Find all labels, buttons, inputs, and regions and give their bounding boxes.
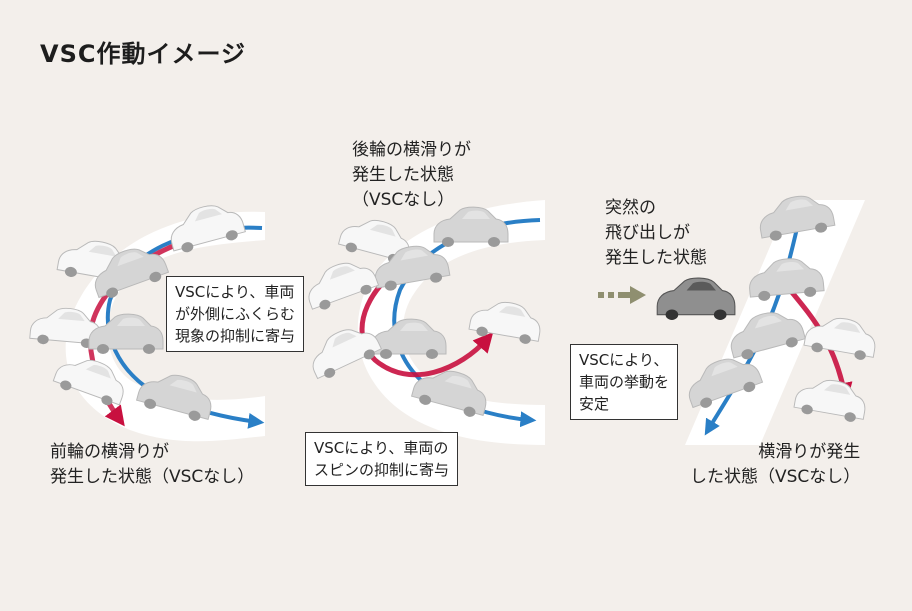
car-icon [94,248,170,299]
car-icon [410,370,487,417]
car-icon [135,374,212,421]
callout-obstacle-vsc: VSCにより、 車両の挙動を 安定 [570,344,679,420]
callout-line: VSCにより、車両の [314,439,449,457]
caption-sudden-obstacle: 突然の 飛び出しが 発生した状態 [605,196,707,271]
obstacle-arrow [598,286,646,304]
callout-line: 車両の挙動を [579,373,670,391]
car-icon [433,206,509,247]
obstacle-car-icon [656,277,736,320]
car-icon [170,205,246,253]
caption-skid-right: 横滑りが発生 した状態（VSCなし） [690,440,860,490]
callout-line: VSCにより、車両 [175,283,295,301]
car-icon [52,359,124,406]
car-icon [468,301,541,344]
callout-line: が外側にふくらむ [175,305,296,323]
page-title: VSC作動イメージ [40,40,246,68]
car-icon [312,329,382,380]
callout-line: スピンの抑制に寄与 [314,461,450,479]
callout-line: VSCにより、 [579,351,669,369]
callout-front-vsc: VSCにより、車両 が外側にふくらむ 現象の抑制に寄与 [166,276,305,352]
car-icon [749,258,825,301]
car-icon [308,262,380,310]
car-icon [803,317,876,360]
caption-line: （VSCなし） [352,190,455,210]
caption-line: 横滑りが発生 [758,442,861,462]
caption-line: した状態（VSCなし） [690,467,861,487]
callout-rear-vsc: VSCにより、車両の スピンの抑制に寄与 [305,432,459,486]
caption-rear-skid: 後輪の横滑りが 発生した状態 （VSCなし） [352,138,471,213]
caption-line: 発生した状態 [605,248,707,268]
car-icon [688,358,764,409]
caption-line: 発生した状態 [352,165,454,185]
caption-line: 前輪の横滑りが [50,442,169,462]
car-icon [371,318,447,359]
caption-line: 突然の [605,198,656,218]
car-icon [730,312,806,360]
callout-line: 安定 [579,395,610,413]
caption-line: 飛び出しが [605,223,690,243]
caption-front-skid: 前輪の横滑りが 発生した状態（VSCなし） [50,440,254,490]
car-icon [88,313,164,354]
car-icon [759,195,836,241]
caption-line: 発生した状態（VSCなし） [50,467,255,487]
callout-line: 現象の抑制に寄与 [175,327,296,345]
car-icon [374,245,451,291]
caption-line: 後輪の横滑りが [352,140,471,160]
car-icon [793,379,866,422]
